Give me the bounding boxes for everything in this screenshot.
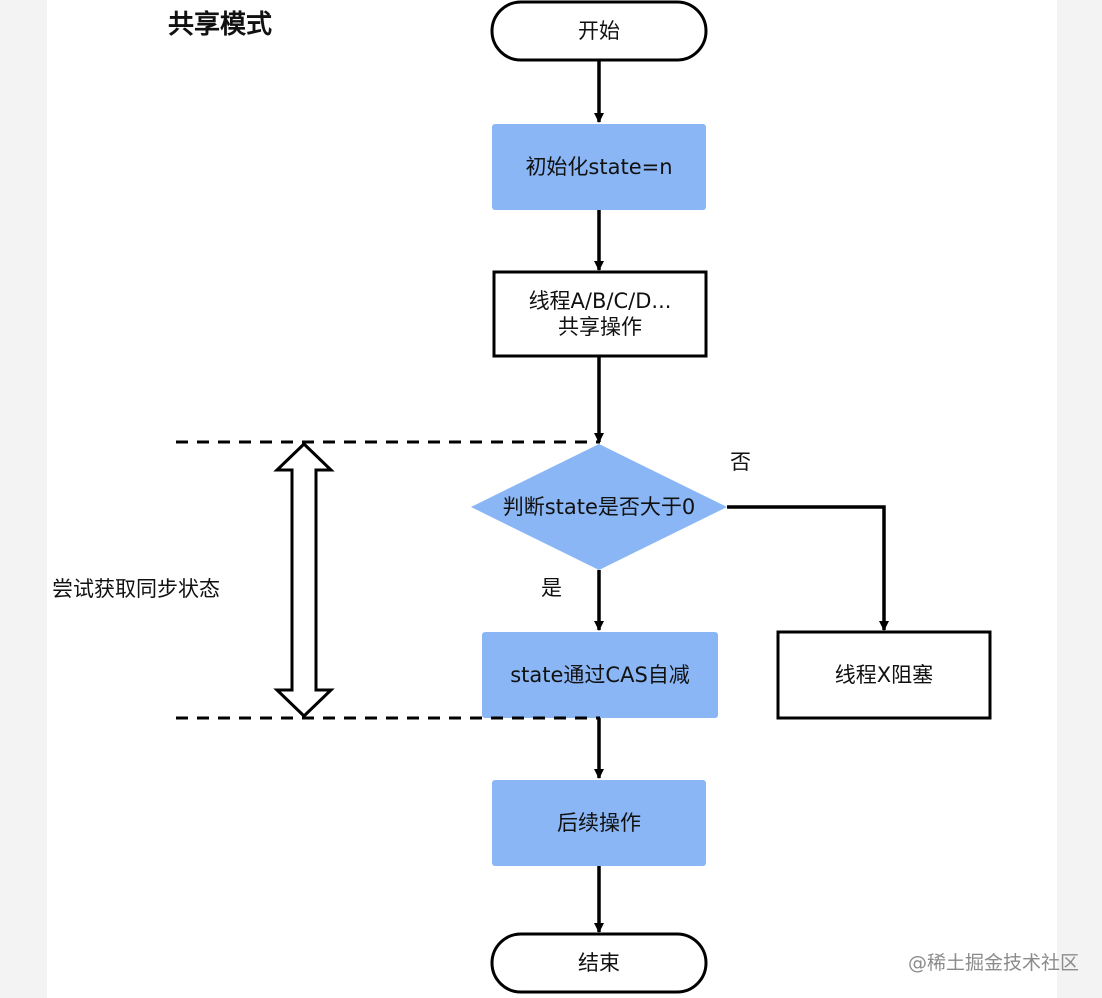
threads-process — [492, 270, 708, 358]
cas-label: state通过CAS自减 — [510, 662, 690, 687]
edge-label-no: 否 — [730, 450, 751, 474]
init-label: 初始化state=n — [525, 154, 673, 179]
end-terminal — [490, 932, 708, 994]
diagram-title: 共享模式 — [168, 10, 273, 40]
threads-label: 线程A/B/C/D... 共享操作 — [528, 288, 672, 339]
end-label: 结束 — [578, 950, 620, 975]
arrow-decision-to-blocked — [727, 505, 889, 631]
edge-label-yes: 是 — [541, 576, 562, 600]
next-process — [492, 780, 706, 866]
next-label: 后续操作 — [557, 810, 641, 835]
init-process — [492, 124, 706, 210]
watermark: @稀土掘金技术社区 — [908, 952, 1080, 974]
double-arrow-icon — [273, 441, 335, 719]
decision-label: 判断state是否大于0 — [502, 494, 696, 519]
bracket-label: 尝试获取同步状态 — [52, 577, 220, 601]
cas-process — [482, 632, 718, 718]
blocked-label: 线程X阻塞 — [834, 662, 934, 687]
decision-diamond — [471, 444, 727, 570]
start-label: 开始 — [578, 18, 620, 43]
blocked-process — [776, 630, 992, 720]
